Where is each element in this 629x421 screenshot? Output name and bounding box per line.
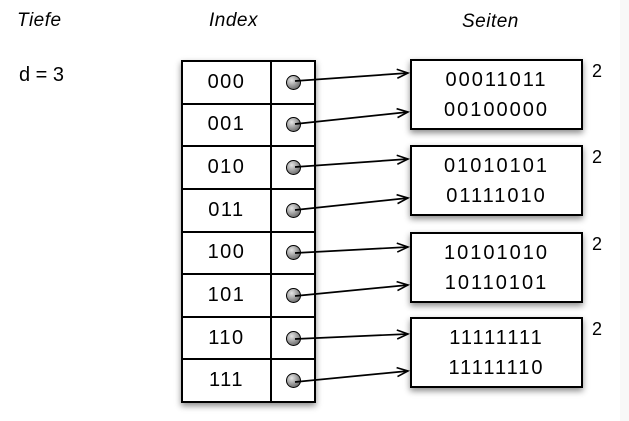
page-bucket-3: 10101010 10110101 — [410, 232, 583, 303]
pointer-dot-icon — [285, 245, 301, 261]
index-key: 111 — [183, 360, 272, 401]
pointer-cell — [272, 147, 314, 188]
page-bucket-1: 00011011 00100000 — [410, 59, 583, 130]
local-depth-badge-4: 2 — [592, 319, 603, 339]
page-bucket-2: 01010101 01111010 — [410, 145, 583, 216]
page-entry: 01111010 — [446, 184, 547, 207]
index-key: 101 — [183, 275, 272, 316]
pointer-cell — [272, 360, 314, 401]
pointer-dot-icon — [285, 202, 301, 218]
index-key: 001 — [183, 104, 272, 146]
pointer-cell — [272, 233, 314, 274]
local-depth-badge-1: 2 — [592, 61, 603, 81]
index-row-001: 001 — [183, 102, 314, 146]
pointer-dot-icon — [285, 373, 301, 389]
pointer-cell — [272, 105, 314, 146]
index-row-111: 111 — [183, 358, 314, 401]
index-heading: Index — [209, 10, 258, 31]
index-row-101: 101 — [183, 273, 314, 316]
index-key: 100 — [183, 232, 272, 274]
page-entry: 11111111 — [449, 326, 544, 349]
page-entry: 11111110 — [448, 356, 545, 379]
index-table: 000 001 010 011 100 101 110 111 — [181, 60, 316, 403]
pointer-cell — [272, 190, 314, 231]
local-depth-badge-3: 2 — [592, 234, 603, 254]
index-key: 011 — [183, 189, 272, 231]
pointer-dot-icon — [285, 287, 301, 303]
page-entry: 00100000 — [444, 98, 549, 121]
page-entry: 01010101 — [444, 154, 549, 177]
pages-heading: Seiten — [462, 11, 519, 32]
index-key: 000 — [183, 62, 272, 103]
pointer-cell — [272, 275, 314, 316]
index-row-011: 011 — [183, 187, 314, 231]
depth-value: d = 3 — [19, 64, 65, 86]
pointer-dot-icon — [285, 74, 301, 90]
index-row-000: 000 — [183, 62, 314, 103]
index-key: 110 — [183, 317, 272, 359]
slide-edge-band — [620, 0, 629, 421]
page-entry: 10101010 — [444, 241, 549, 264]
index-key: 010 — [183, 147, 272, 188]
local-depth-badge-2: 2 — [592, 147, 603, 167]
pointer-dot-icon — [285, 117, 301, 133]
index-row-100: 100 — [183, 230, 314, 274]
depth-heading: Tiefe — [17, 10, 62, 31]
pointer-cell — [272, 62, 314, 103]
page-bucket-4: 11111111 11111110 — [410, 317, 583, 388]
page-entry: 10110101 — [444, 271, 549, 294]
pointer-cell — [272, 318, 314, 359]
page-entry: 00011011 — [445, 68, 548, 91]
index-row-110: 110 — [183, 315, 314, 359]
pointer-dot-icon — [285, 330, 301, 346]
index-row-010: 010 — [183, 145, 314, 188]
pointer-dot-icon — [285, 160, 301, 176]
